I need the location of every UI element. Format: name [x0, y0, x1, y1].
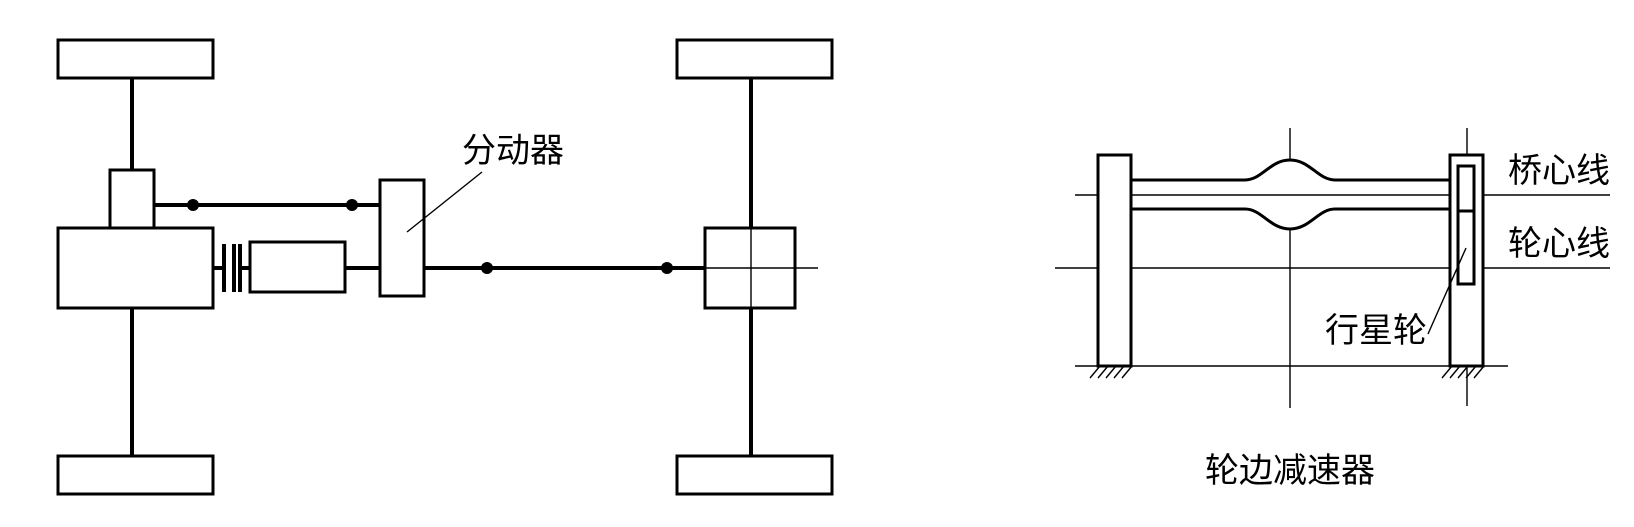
front-left-wheel: [56, 38, 215, 80]
planet-gear-label: 行星轮: [1325, 311, 1427, 351]
hub-reducer-diagram: 行星轮 桥心线 轮心线 轮边减速器: [1055, 128, 1610, 491]
right-ground-hatching: [1441, 365, 1485, 379]
transfer-case-leader: [406, 171, 483, 233]
wheel-centerline-label: 轮心线: [1508, 224, 1610, 264]
engine-block: [56, 226, 215, 310]
hub-reducer-caption: 轮边减速器: [1205, 451, 1375, 491]
left-ground-hatching: [1089, 365, 1133, 379]
planet-gear-leader: [1427, 247, 1467, 335]
drivetrain-layout: 分动器: [56, 38, 834, 496]
universal-joint: [481, 262, 493, 274]
rear-right-wheel: [675, 454, 834, 496]
front-right-wheel: [56, 454, 215, 496]
transfer-case-label: 分动器: [462, 131, 564, 171]
rear-left-wheel: [675, 38, 834, 80]
sun-gear: [1456, 164, 1476, 213]
planet-gear: [1456, 209, 1476, 286]
universal-joint: [187, 199, 199, 211]
universal-joint: [661, 262, 673, 274]
transfer-case: [378, 178, 426, 298]
universal-joint: [346, 199, 358, 211]
bridge-centerline-label: 桥心线: [1508, 151, 1610, 191]
front-drive-box: [108, 168, 156, 230]
hub-left-wheel: [1096, 153, 1133, 368]
gearbox: [248, 240, 347, 294]
